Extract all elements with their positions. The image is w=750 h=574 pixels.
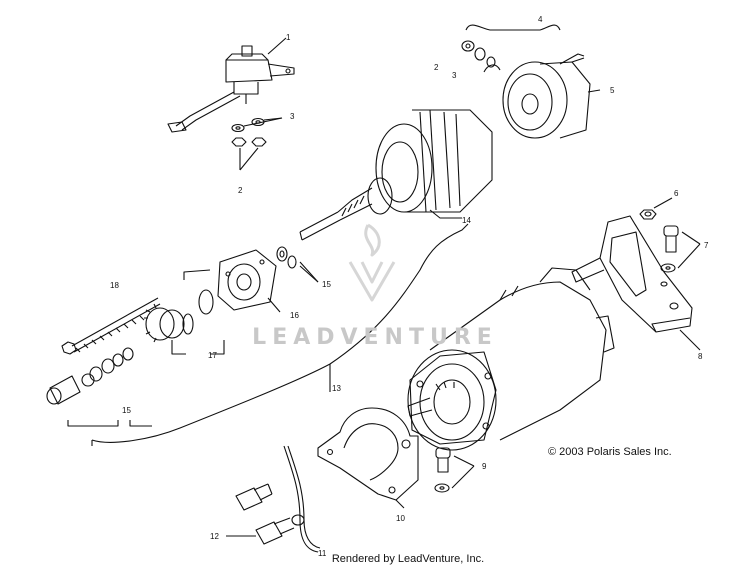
callout-3-upper: 3	[452, 71, 457, 80]
callout-4: 4	[538, 15, 543, 24]
callout-11: 11	[318, 549, 327, 558]
leadventure-logo-watermark	[348, 223, 396, 302]
washers-part-15	[276, 246, 319, 283]
bolts-part-12	[226, 483, 295, 545]
copyright-notice: © 2003 Polaris Sales Inc.	[548, 446, 672, 458]
through-bolt-part-18	[61, 297, 161, 355]
watermark-text: LEADVENTURE	[252, 325, 498, 350]
callout-7: 7	[704, 241, 709, 250]
callout-13: 13	[332, 384, 341, 393]
callout-2-upper: 2	[434, 63, 439, 72]
callout-16: 16	[290, 311, 299, 320]
callout-15-lower: 15	[122, 406, 131, 415]
screw-washer-part-7	[660, 225, 701, 273]
callout-12: 12	[210, 532, 219, 541]
render-credit-text: Rendered by LeadVenture, Inc.	[331, 553, 485, 565]
spring-collar-set-part-15	[46, 347, 152, 427]
callout-8: 8	[698, 352, 703, 361]
callout-15-upper: 15	[322, 280, 331, 289]
callout-2-lower: 2	[238, 186, 243, 195]
render-credit-footer: Rendered by LeadVenture, Inc.	[0, 553, 750, 565]
solenoid-part-1	[167, 37, 295, 133]
mounting-bracket-part-8	[571, 215, 701, 351]
callout-labels: 1 2 2 3 3 4 5 6 7 8 9 10 11 12 13 14 15 …	[110, 15, 709, 558]
cable-terminal-part-11	[283, 445, 321, 553]
callout-5: 5	[610, 86, 615, 95]
armature-part-14	[299, 109, 493, 241]
callout-6: 6	[674, 189, 679, 198]
callout-14: 14	[462, 216, 471, 225]
callout-1: 1	[286, 33, 291, 42]
mounting-plate-part-10	[317, 407, 419, 509]
callout-3-lower: 3	[290, 112, 295, 121]
callout-17: 17	[208, 351, 217, 360]
end-cap-part-5	[461, 24, 601, 139]
leader-brace-part-13	[91, 223, 469, 446]
screw-washer-part-9	[434, 447, 475, 493]
callout-10: 10	[396, 514, 405, 523]
callout-18: 18	[110, 281, 119, 290]
starter-motor-body	[407, 267, 615, 451]
pinion-gear-part-17	[144, 303, 225, 355]
washers-nuts-parts-2-3	[231, 117, 283, 171]
housing-part-16	[198, 249, 281, 315]
callout-9: 9	[482, 462, 487, 471]
nut-part-6	[639, 197, 673, 220]
